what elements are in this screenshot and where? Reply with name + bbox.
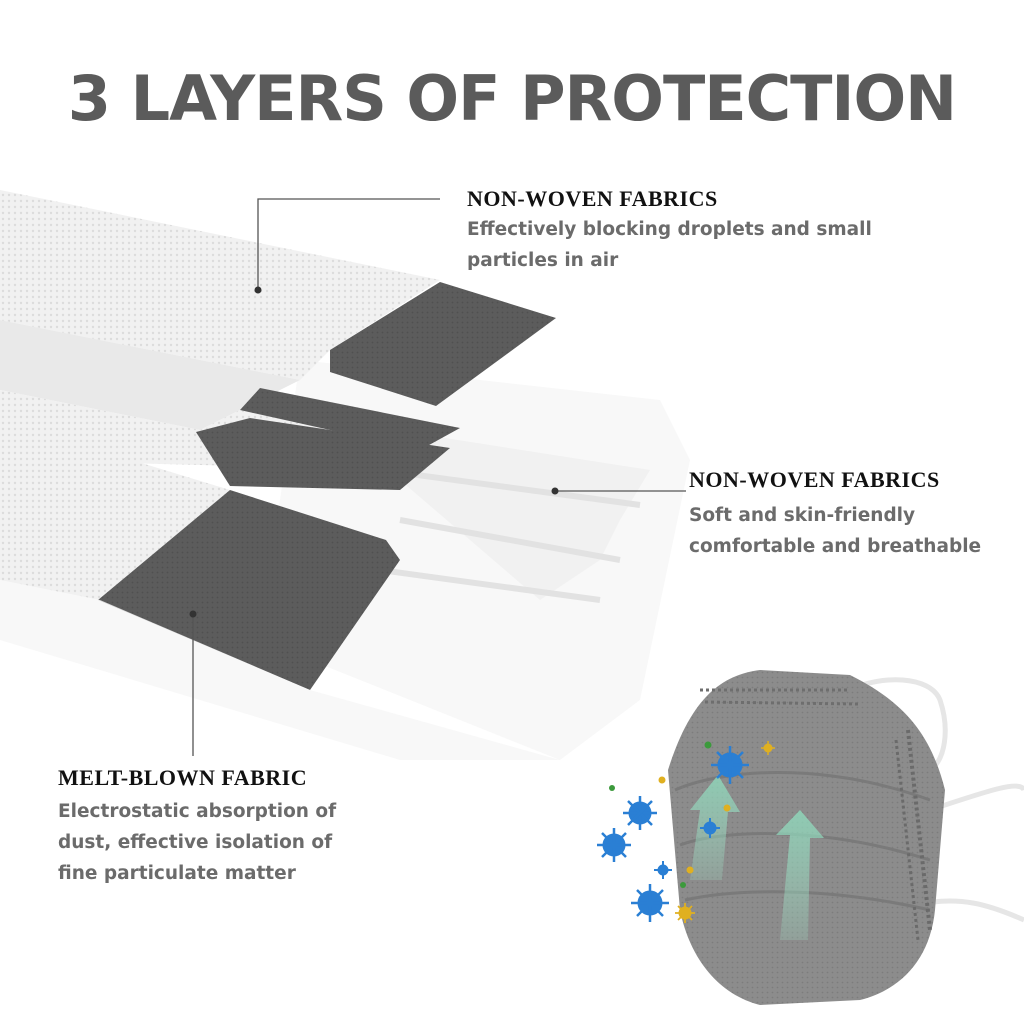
layer-2-description: Soft and skin-friendly comfortable and b…: [689, 500, 981, 562]
outer-layer-white: [0, 190, 440, 430]
virus-particles: [597, 741, 775, 923]
pointer-dot-layer-2: [551, 487, 559, 495]
layer-1-line-2: particles in air: [467, 250, 619, 271]
layer-3-line-3: fine particulate matter: [58, 863, 296, 884]
layer-2-line-2: comfortable and breathable: [689, 536, 982, 557]
bottom-layer-white: [0, 420, 230, 600]
pointer-dot-layer-1: [254, 286, 262, 294]
mask-illustration: [668, 670, 1024, 1005]
layer-1-heading: NON-WOVEN FABRICS: [467, 186, 718, 211]
pointer-dot-layer-3: [189, 610, 197, 618]
layer-3-description: Electrostatic absorption of dust, effect…: [58, 796, 336, 889]
page-title: 3 LAYERS OF PROTECTION: [67, 62, 957, 135]
layer-3-heading: MELT-BLOWN FABRIC: [58, 765, 308, 790]
layer-3-line-1: Electrostatic absorption of: [58, 801, 337, 822]
middle-layers: [0, 388, 460, 490]
layer-3-line-2: dust, effective isolation of: [58, 832, 333, 853]
layer-2-heading: NON-WOVEN FABRICS: [689, 467, 940, 492]
melt-blown-layer: [98, 490, 400, 690]
layer-1-description: Effectively blocking droplets and small …: [467, 214, 872, 276]
layer-2-line-1: Soft and skin-friendly: [689, 505, 916, 526]
pointer-line-layer-1: [257, 198, 440, 290]
gray-tab-top: [330, 282, 556, 406]
pointer-lines: [192, 198, 686, 756]
layer-1-line-1: Effectively blocking droplets and small: [467, 219, 872, 240]
